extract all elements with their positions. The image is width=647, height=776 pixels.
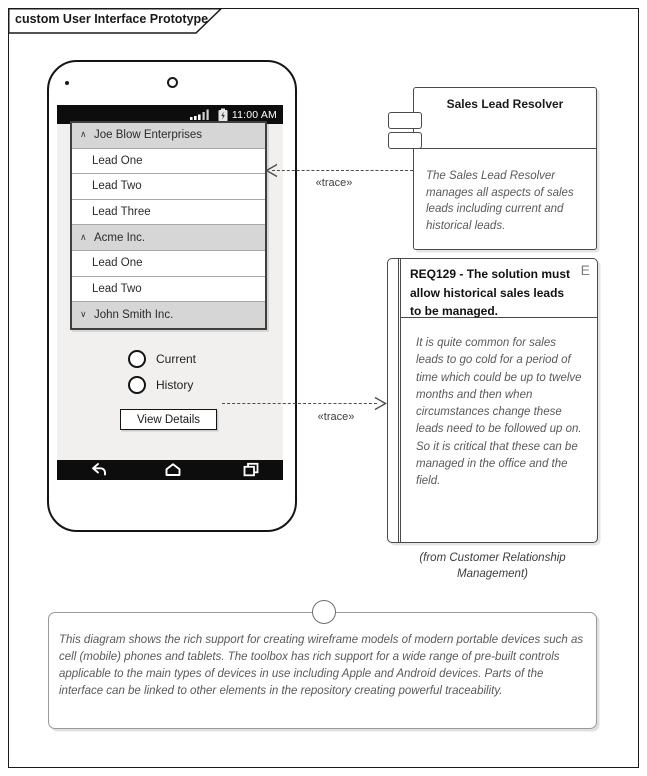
- signal-bars-icon: [189, 109, 209, 120]
- list-item[interactable]: Lead One: [72, 148, 265, 175]
- chevron-up-icon: ∧: [80, 130, 87, 141]
- status-time: 11:00 AM: [231, 108, 277, 121]
- list-group-row[interactable]: ∧ Acme Inc.: [72, 225, 265, 251]
- component-sales-lead-resolver[interactable]: Sales Lead Resolver The Sales Lead Resol…: [388, 87, 597, 250]
- open-arrowhead-right-icon: [374, 396, 387, 411]
- item-label: Lead Three: [92, 206, 151, 219]
- diagram-frame-border: [8, 8, 639, 768]
- phone-status-bar: 11:00 AM: [57, 105, 283, 124]
- trace-connector-to-list[interactable]: [272, 170, 413, 171]
- note-circle-icon: [312, 600, 336, 624]
- item-label: Lead One: [92, 257, 143, 270]
- item-label: Lead One: [92, 154, 143, 167]
- group-label: Joe Blow Enterprises: [94, 129, 203, 142]
- list-item[interactable]: Lead Three: [72, 199, 265, 226]
- diagram-title-tab: custom User Interface Prototype: [8, 8, 223, 34]
- radio-label: Current: [156, 352, 197, 366]
- component-title: Sales Lead Resolver: [414, 88, 596, 149]
- trace-stereotype-label: «trace»: [317, 411, 355, 423]
- list-item[interactable]: Lead One: [72, 250, 265, 277]
- back-icon[interactable]: [88, 461, 108, 478]
- radio-current[interactable]: Current: [128, 350, 196, 368]
- chevron-up-icon: ∧: [80, 232, 87, 243]
- trace-connector-to-requirement[interactable]: [222, 403, 377, 404]
- requirement-left-strip: [398, 259, 401, 542]
- note-text: This diagram shows the rich support for …: [59, 634, 584, 698]
- trace-stereotype-label: «trace»: [315, 177, 353, 189]
- chevron-down-icon: ∨: [80, 309, 87, 320]
- list-group-row[interactable]: ∧ Joe Blow Enterprises: [72, 123, 265, 149]
- recents-icon[interactable]: [241, 461, 261, 478]
- radio-label: History: [156, 378, 194, 392]
- component-interface-tab-icon: [388, 132, 422, 149]
- phone-nav-bar: [57, 460, 283, 480]
- lead-list: ∧ Joe Blow Enterprises Lead One Lead Two…: [70, 121, 267, 330]
- component-interface-tab-icon: [388, 112, 422, 129]
- group-label: Acme Inc.: [94, 231, 146, 244]
- diagram-title: custom User Interface Prototype: [15, 12, 209, 26]
- battery-charging-icon: [218, 108, 228, 121]
- component-description: The Sales Lead Resolver manages all aspe…: [426, 170, 574, 233]
- frame-tab-shape: [8, 8, 223, 34]
- view-details-button[interactable]: View Details: [120, 409, 217, 430]
- group-label: John Smith Inc.: [94, 308, 174, 321]
- list-item[interactable]: Lead Two: [72, 174, 265, 200]
- requirement-req129[interactable]: E REQ129 - The solution must allow histo…: [387, 258, 598, 543]
- phone-sensor-dot: [65, 81, 69, 85]
- open-arrowhead-left-icon: [265, 163, 278, 178]
- item-label: Lead Two: [92, 282, 142, 295]
- home-icon[interactable]: [163, 461, 183, 478]
- requirement-description: It is quite common for sales leads to go…: [416, 337, 582, 487]
- element-letter-icon: E: [580, 262, 590, 278]
- list-group-row[interactable]: ∨ John Smith Inc.: [72, 302, 265, 328]
- phone-camera-icon: [167, 77, 178, 88]
- requirement-title: REQ129 - The solution must allow histori…: [401, 259, 597, 318]
- radio-circle-icon[interactable]: [128, 350, 146, 368]
- radio-circle-icon[interactable]: [128, 376, 146, 394]
- radio-history[interactable]: History: [128, 376, 193, 394]
- phone-wireframe[interactable]: 11:00 AM ∧ Joe Blow Enterprises Lead One…: [47, 60, 297, 532]
- requirement-from-text: (from Customer Relationship Management): [419, 552, 566, 580]
- list-item[interactable]: Lead Two: [72, 276, 265, 303]
- diagram-note[interactable]: This diagram shows the rich support for …: [48, 600, 597, 729]
- item-label: Lead Two: [92, 180, 142, 193]
- phone-screen: 11:00 AM ∧ Joe Blow Enterprises Lead One…: [57, 105, 283, 480]
